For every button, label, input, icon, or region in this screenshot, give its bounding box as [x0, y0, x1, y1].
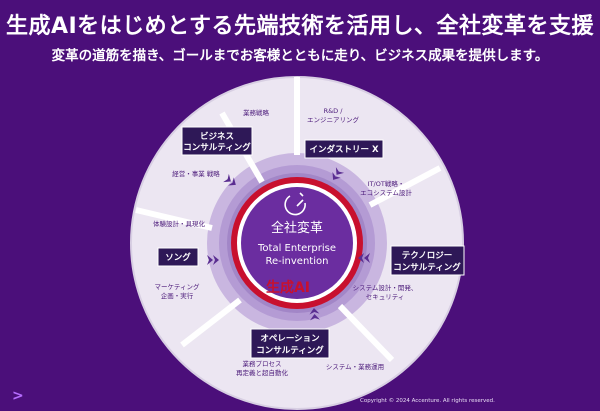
page-title: 生成AIをはじめとする先端技術を活用し、全社変革を支援 — [5, 14, 595, 39]
page-subtitle: 変革の道筋を描き、ゴールまでお客様とともに走り、ビジネス成果を提供します。 — [51, 48, 549, 64]
center-label-en-1: Total Enterprise — [257, 243, 336, 254]
tag-it-ot-strategy: IT/OT戦略・ — [368, 179, 405, 188]
center-label-ja: 全社変革 — [271, 220, 323, 236]
arrow-markers — [207, 167, 370, 321]
center-label-en-2: Re-invention — [266, 256, 329, 267]
business-consulting-line1: ビジネス — [200, 131, 234, 142]
brand-arrow-icon: > — [12, 388, 24, 404]
transformation-dial-icon — [284, 192, 306, 216]
song-box — [157, 247, 199, 267]
tag-system-dev: システム設計・開発、 — [353, 283, 418, 292]
operations-consulting-line1: オペレーション — [260, 334, 320, 344]
technology-consulting-box — [390, 245, 465, 276]
tag-system-operations: システム・業務運用 — [326, 362, 384, 371]
tag-experience-design: 体験設計・具現化 — [153, 219, 206, 228]
tag-planning-execution: 企画・実行 — [161, 291, 194, 300]
chevron-icon-technology — [358, 253, 370, 263]
tag-business-strategy: 業務戦略 — [243, 108, 270, 117]
tag-ecosystem-design: エコシステム設計 — [360, 188, 412, 197]
industry-x-box — [304, 139, 384, 159]
generative-ai-label: 生成AI — [266, 279, 310, 296]
tag-engineering: エンジニアリング — [307, 115, 360, 124]
tag-hyperautomation: 再定義と超自動化 — [236, 368, 289, 377]
copyright: Copyright © 2024 Accenture. All rights r… — [360, 398, 495, 404]
chevron-icon-industry — [332, 167, 345, 180]
chevron-icon-operations — [309, 308, 320, 321]
chevron-icon-business — [223, 173, 236, 186]
chevron-icon-song — [207, 255, 219, 265]
tag-rnd: R&D / — [324, 107, 344, 115]
tag-corporate-strategy: 経営・事業 戦略 — [172, 169, 220, 178]
operations-consulting-box — [250, 328, 330, 359]
song-label: ソング — [165, 252, 191, 263]
operations-consulting-line2: コンサルティング — [256, 345, 324, 356]
business-consulting-box — [181, 126, 253, 156]
industry-x-label: インダストリー X — [309, 144, 378, 155]
business-consulting-line2: コンサルティング — [183, 142, 251, 153]
tag-security: セキュリティ — [366, 293, 405, 301]
tag-marketing: マーケティング — [155, 282, 200, 291]
technology-consulting-line1: テクノロジー — [402, 250, 453, 261]
center-core — [241, 187, 353, 299]
tag-business-process: 業務プロセス — [243, 359, 282, 368]
technology-consulting-line2: コンサルティング — [393, 262, 461, 273]
